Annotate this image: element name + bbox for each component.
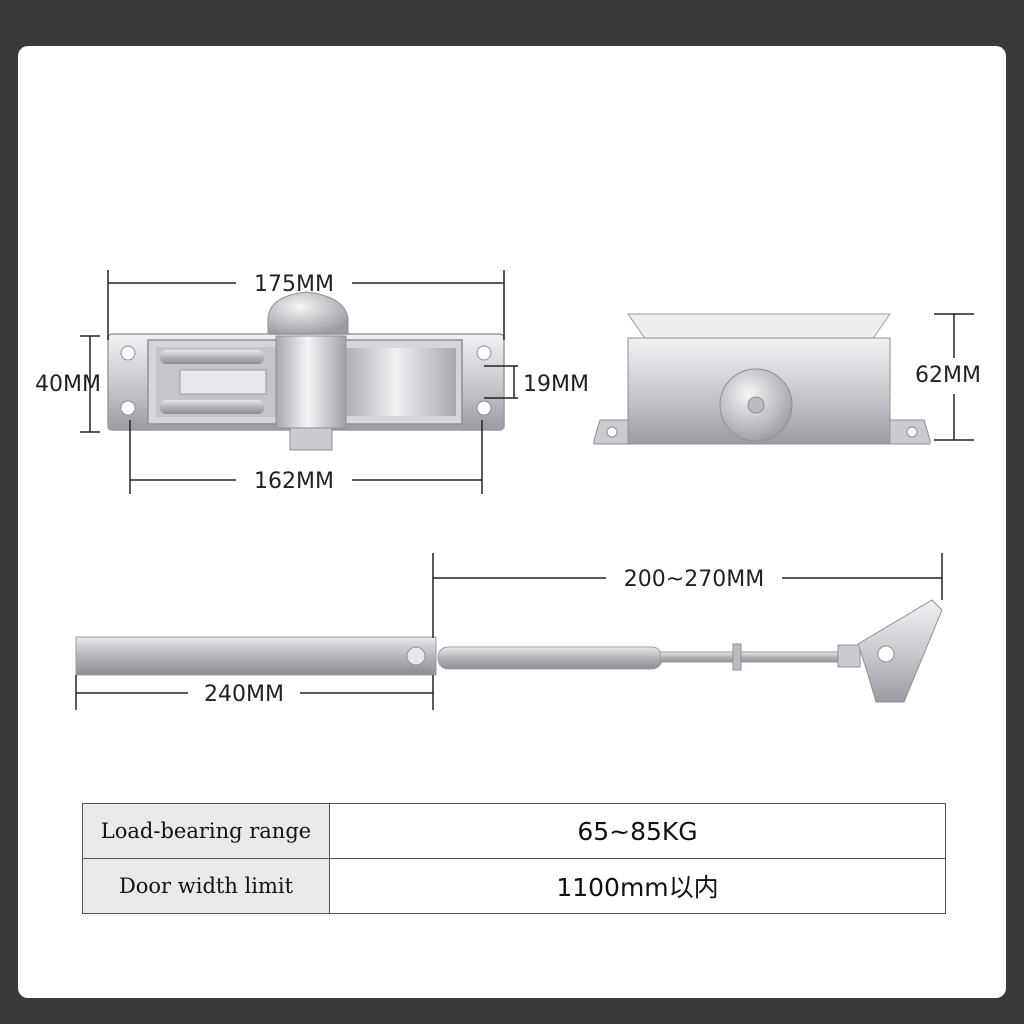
- dim-side-height: 62MM: [915, 363, 981, 388]
- table-row: Door width limit 1100mm以内: [82, 858, 946, 914]
- top-view: [107, 291, 505, 451]
- table-row: Load-bearing range 65~85KG: [82, 803, 946, 859]
- spec-label-load: Load-bearing range: [82, 803, 330, 859]
- dim-mount-spacing: 162MM: [254, 469, 334, 494]
- dim-mount-plate: 19MM: [523, 372, 589, 397]
- spec-label-door-width: Door width limit: [82, 858, 330, 914]
- spec-value-load: 65~85KG: [329, 803, 946, 859]
- arm-assembly: [75, 599, 943, 703]
- spec-value-door-width: 1100mm以内: [329, 858, 946, 914]
- dim-arm-adjust: 200~270MM: [624, 567, 764, 592]
- spec-table: Load-bearing range 65~85KG Door width li…: [82, 803, 946, 914]
- dim-arm-length: 240MM: [204, 682, 284, 707]
- side-view: [593, 313, 931, 445]
- dim-top-length: 175MM: [254, 272, 334, 297]
- dim-body-height: 40MM: [35, 372, 101, 397]
